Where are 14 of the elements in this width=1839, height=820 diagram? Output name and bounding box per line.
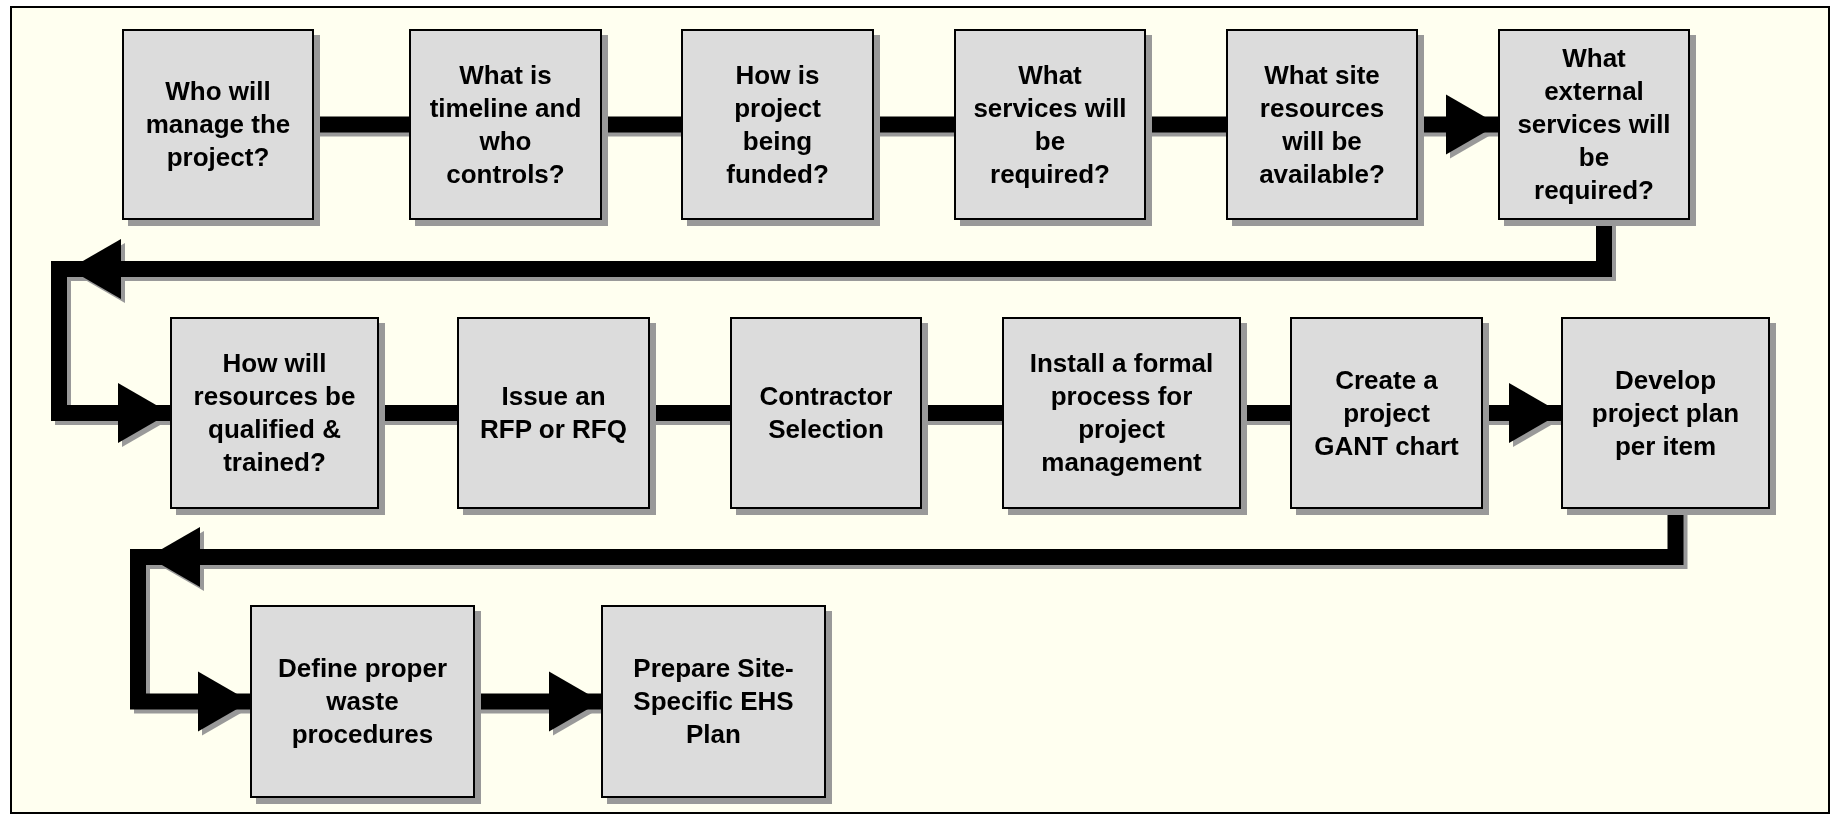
box-label: Create a project GANT chart: [1313, 363, 1460, 463]
box-label: Who will manage the project?: [144, 75, 292, 174]
box-label: What services will be required?: [972, 58, 1128, 191]
box-label: What external services will be required?: [1516, 42, 1672, 207]
box-label: Issue an RFP or RFQ: [479, 380, 628, 446]
box-label: Define proper waste procedures: [277, 652, 448, 751]
box-label: Install a formal process for project management: [1028, 347, 1215, 479]
box-label: Develop project plan per item: [1590, 363, 1741, 463]
box-label: What is timeline and who controls?: [428, 58, 583, 191]
box-label: What site resources will be available?: [1258, 58, 1386, 191]
box-label: How is project being funded?: [725, 58, 830, 191]
box-label: Contractor Selection: [758, 380, 894, 446]
box-label: How will resources be qualified & trained?: [192, 347, 357, 479]
box-label: Prepare Site-Specific EHS Plan: [632, 652, 795, 751]
